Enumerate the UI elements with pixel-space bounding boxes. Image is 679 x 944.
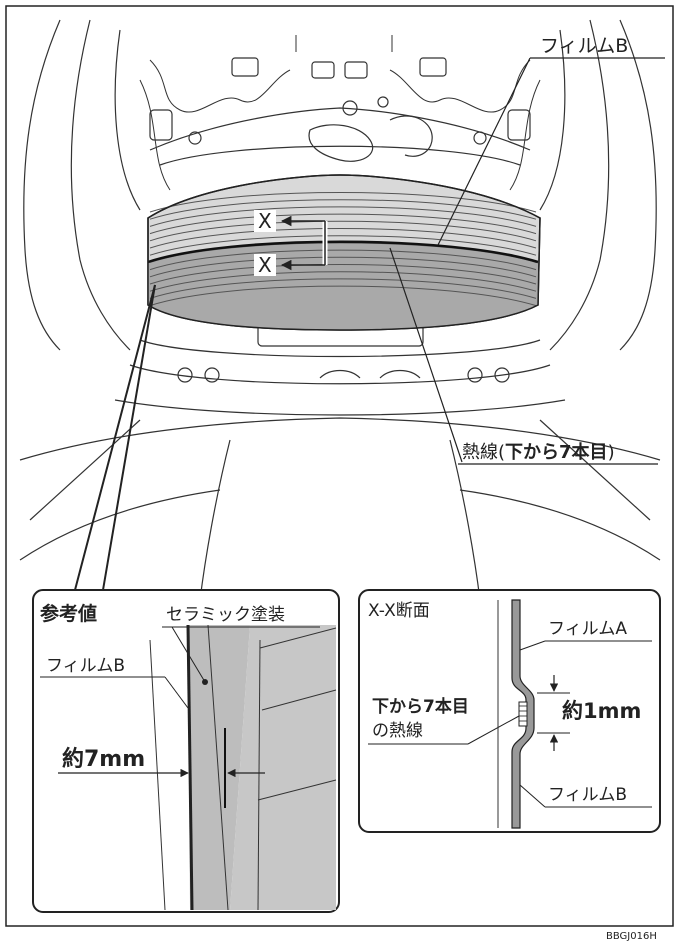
heater-wire-lines <box>149 192 537 307</box>
callout-heater-wire: 熱線(下から7本目) <box>389 247 658 465</box>
heater-wire-line <box>149 192 537 213</box>
svg-text:フィルムA: フィルムA <box>548 619 627 639</box>
svg-text:参考値: 参考値 <box>40 602 97 625</box>
heater-wire-line <box>149 228 537 249</box>
svg-text:X-X断面: X-X断面 <box>368 601 430 621</box>
film-boundary-line <box>147 240 539 264</box>
callout-film-b-main: フィルムB <box>437 35 665 246</box>
svg-text:フィルムB: フィルムB <box>540 35 628 57</box>
figure-frame <box>5 5 674 927</box>
heater-wire-line <box>149 271 537 292</box>
heater-wire-line <box>149 213 537 235</box>
heater-wire-line <box>149 256 537 278</box>
detail-section-box: X-X断面 フィルムA 約1mm 下から7本目 の熱線 フィルムB <box>358 589 661 833</box>
svg-text:フィルムB: フィルムB <box>548 785 627 805</box>
svg-text:下から7本目: 下から7本目 <box>372 696 469 717</box>
heater-wire-line <box>149 220 537 242</box>
svg-text:約7mm: 約7mm <box>62 746 145 772</box>
svg-text:の熱線: の熱線 <box>372 721 423 741</box>
svg-text:セラミック塗装: セラミック塗装 <box>166 604 285 625</box>
detail-reference-box: 参考値 セラミック塗装 フィルムB 約7mm <box>32 589 340 913</box>
vehicle-body-drawing <box>19 19 661 601</box>
section-marker-x: X X <box>254 209 328 277</box>
heater-wire-line <box>149 278 537 299</box>
heater-wire-line <box>149 264 537 285</box>
svg-text:フィルムB: フィルムB <box>46 656 125 676</box>
heater-wire-line <box>149 285 537 307</box>
svg-text:熱線(下から7本目): 熱線(下から7本目) <box>462 441 615 463</box>
heater-wire-line <box>149 249 537 271</box>
figure-code: BBGJ016H <box>606 931 657 942</box>
svg-text:X: X <box>258 253 272 277</box>
svg-text:X: X <box>258 209 272 233</box>
heater-wire-line <box>149 206 537 227</box>
heater-wire-line <box>149 199 537 220</box>
svg-text:約1mm: 約1mm <box>562 699 641 723</box>
glass-outline <box>147 174 541 331</box>
magnifier-leader-right <box>102 284 156 591</box>
magnifier-leader-left <box>74 284 156 591</box>
rear-window-glass <box>147 174 541 331</box>
heater-wire-line <box>149 235 537 256</box>
